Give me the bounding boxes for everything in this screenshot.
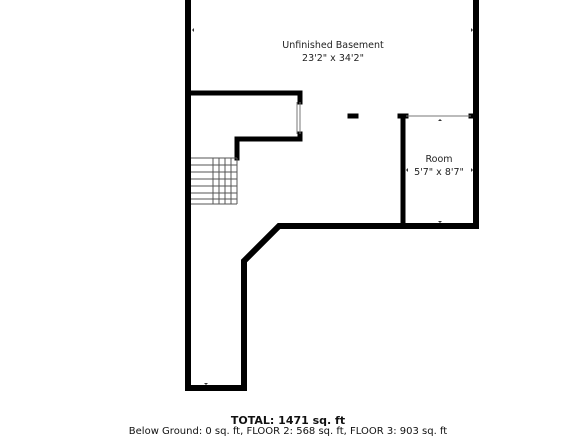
room-label-room-name: Room [425, 154, 452, 165]
tick-bottom [204, 383, 208, 385]
room-label-basement-size: 23'2" x 34'2" [302, 53, 364, 64]
tick-right [471, 28, 473, 32]
tick-left [192, 28, 194, 32]
basement-door-opening [296, 102, 301, 134]
door-openings [296, 102, 471, 134]
exterior-walls [185, 0, 479, 391]
basement-divider-left [188, 90, 303, 105]
stairs-treads [191, 158, 237, 204]
interior-walls [188, 90, 477, 227]
total-area: TOTAL: 1471 sq. ft [230, 414, 346, 427]
tick-room-left [406, 168, 408, 172]
tick-room-right [471, 168, 473, 172]
dimension-ticks [192, 28, 473, 385]
tick-room-top [438, 119, 442, 121]
stairs [191, 157, 238, 205]
room-label-basement-name: Unfinished Basement [282, 40, 384, 51]
room-label-room-size: 5'7" x 8'7" [414, 167, 464, 178]
tick-room-bottom [438, 221, 442, 223]
stair-enclosure-wall [234, 131, 303, 161]
stairs-outline [191, 157, 238, 205]
left-wall [185, 0, 479, 391]
